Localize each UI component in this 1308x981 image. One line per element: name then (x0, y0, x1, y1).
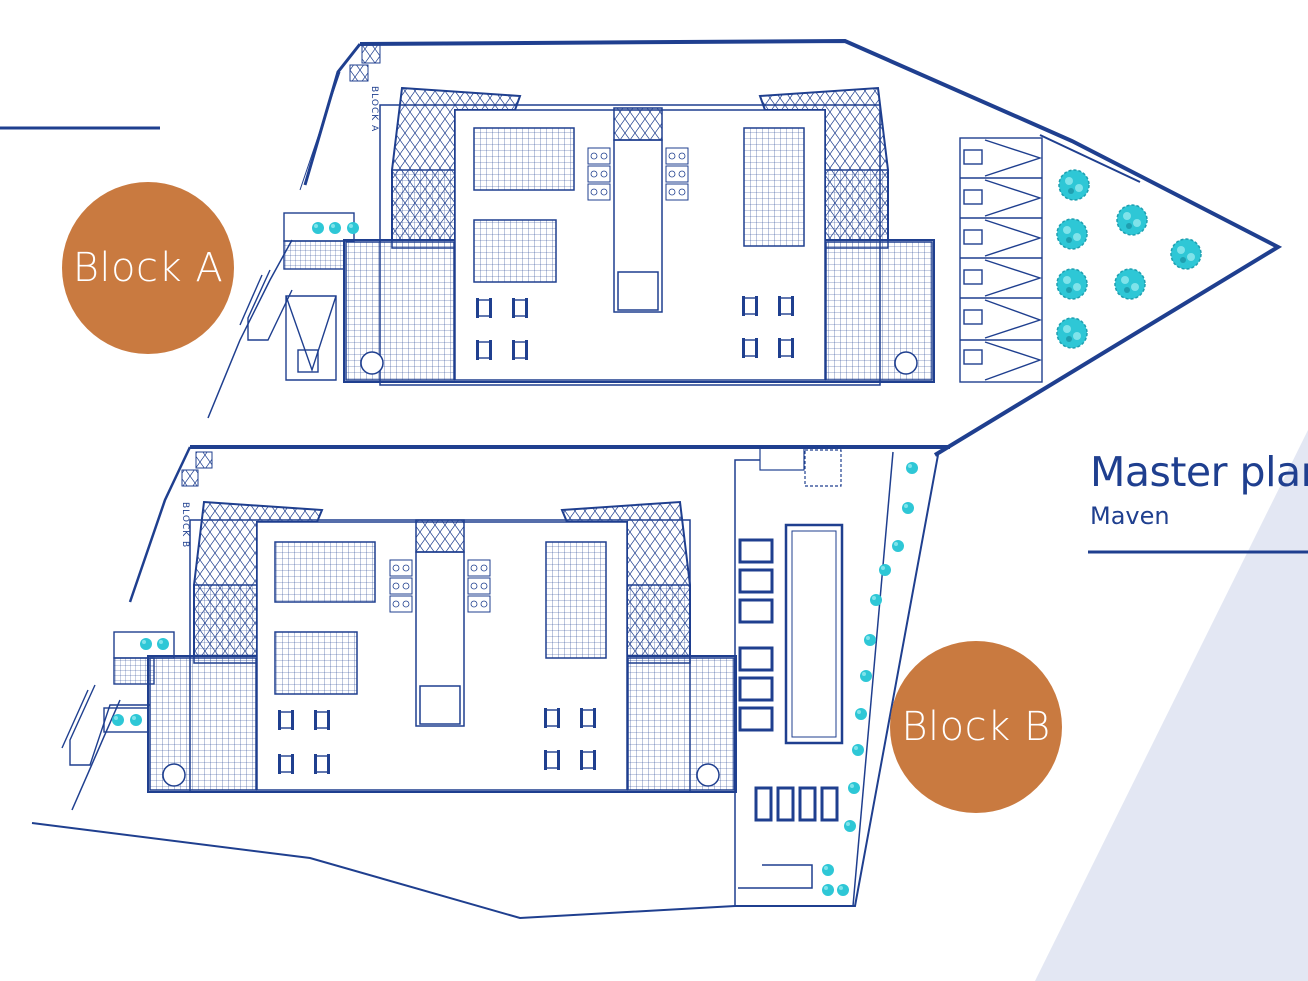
page-subtitle: Maven (1090, 502, 1170, 530)
block-b-plan (61, 451, 737, 793)
block-b-badge-label: Block B (901, 704, 1051, 750)
block-a-badge-label: Block A (72, 245, 224, 291)
page-title: Master plan (1090, 448, 1308, 496)
block-a-plan (239, 44, 935, 386)
block-a-badge: Block A (62, 182, 234, 354)
block-b-plan-label: BLOCK B (180, 502, 190, 548)
parking-area (959, 137, 1043, 383)
pool-area (738, 447, 844, 889)
block-a-plan-label: BLOCK A (369, 86, 379, 132)
background-shape (1035, 430, 1308, 981)
block-b-badge: Block B (890, 641, 1062, 813)
